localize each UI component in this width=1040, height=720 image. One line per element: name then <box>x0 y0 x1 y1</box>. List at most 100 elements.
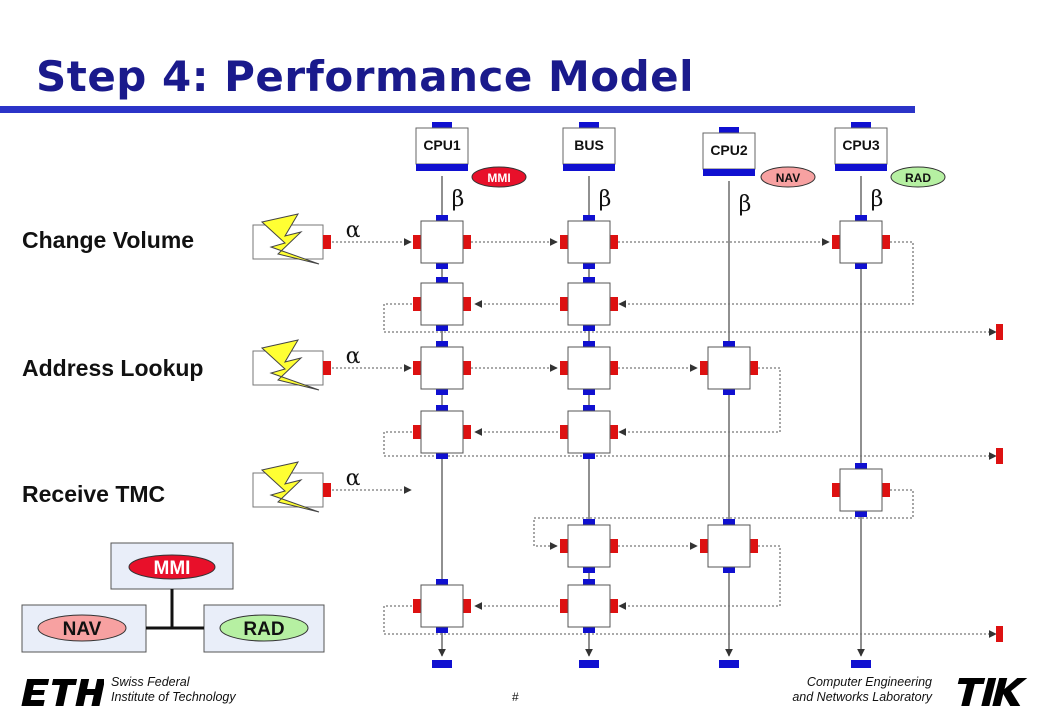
port-out-blue <box>855 511 867 517</box>
port-in-red <box>700 539 708 553</box>
resource-sink-port <box>851 660 871 668</box>
port-out-red <box>463 361 471 375</box>
port-out-blue <box>583 325 595 331</box>
beta-symbol: β <box>871 187 884 212</box>
port-out-red <box>463 297 471 311</box>
task-component <box>707 346 751 390</box>
port-out-blue <box>436 389 448 395</box>
alpha-symbol: α <box>346 344 361 369</box>
beta-symbol: β <box>599 187 612 212</box>
event-flow-dotted <box>383 605 997 638</box>
event-sink-port <box>996 448 1003 464</box>
port-out-red <box>750 361 758 375</box>
lightning-icon <box>260 461 320 513</box>
event-flow-dotted <box>618 367 781 436</box>
task-component <box>420 584 464 628</box>
footer-left-line2: Institute of Technology <box>111 690 236 704</box>
port-in-blue <box>583 579 595 585</box>
resource-port-bottom <box>416 164 468 171</box>
port-in-blue <box>436 341 448 347</box>
port-out-red <box>610 599 618 613</box>
port-out-blue <box>583 567 595 573</box>
task-component <box>420 220 464 264</box>
alpha-symbol: α <box>346 466 361 491</box>
port-in-red <box>413 425 421 439</box>
scenario-label-address-lookup: Address Lookup <box>22 355 204 381</box>
resource-box-cpu3 <box>834 127 888 165</box>
port-in-blue <box>583 341 595 347</box>
legend-mmi-ellipse <box>128 554 216 580</box>
port-in-red <box>413 361 421 375</box>
lightning-icon <box>260 339 320 391</box>
legend-rad-ellipse <box>219 614 309 642</box>
task-label-rad: RAD <box>905 171 931 185</box>
resource-port-top <box>719 127 739 135</box>
lightning-icon <box>260 213 320 265</box>
footer-right: Computer Engineering and Networks Labora… <box>760 675 932 705</box>
eth-logo <box>21 679 104 706</box>
page-number: # <box>512 690 519 704</box>
port-in-blue <box>855 463 867 469</box>
port-in-red <box>413 599 421 613</box>
port-in-red <box>560 539 568 553</box>
tik-logo <box>957 678 1028 706</box>
resource-label-cpu3: CPU3 <box>842 137 880 153</box>
task-label-nav: NAV <box>776 171 800 185</box>
port-out-blue <box>436 263 448 269</box>
event-flow-dotted <box>533 489 914 550</box>
task-component <box>567 410 611 454</box>
resource-label-bus: BUS <box>574 137 604 153</box>
beta-symbol: β <box>739 192 752 217</box>
port-in-red <box>560 599 568 613</box>
port-in-blue <box>436 579 448 585</box>
port-in-red <box>560 425 568 439</box>
port-out-red <box>610 539 618 553</box>
task-component <box>420 346 464 390</box>
port-out-red <box>463 235 471 249</box>
port-in-blue <box>855 215 867 221</box>
legend-nav-label: NAV <box>63 619 102 640</box>
port-in-red <box>700 361 708 375</box>
event-flow-dotted <box>383 431 997 460</box>
port-in-blue <box>583 215 595 221</box>
task-component <box>567 584 611 628</box>
legend-rad-label: RAD <box>243 619 284 640</box>
task-label-mmi: MMI <box>487 171 510 185</box>
port-in-red <box>413 297 421 311</box>
task-component <box>839 220 883 264</box>
footer-left-line1: Swiss Federal <box>111 675 190 689</box>
port-in-red <box>413 235 421 249</box>
legend-nav-ellipse <box>37 614 127 642</box>
resource-port-bottom <box>835 164 887 171</box>
task-nav-ellipse <box>760 166 816 188</box>
task-component <box>420 282 464 326</box>
scenario-label-change-volume: Change Volume <box>22 227 195 253</box>
resource-label-cpu2: CPU2 <box>710 142 748 158</box>
slide-title: Step 4: Performance Model <box>36 52 695 101</box>
resource-port-top <box>432 122 452 130</box>
event-flow-dotted <box>618 545 781 610</box>
task-component <box>839 468 883 512</box>
port-in-blue <box>583 277 595 283</box>
resource-sink-port <box>719 660 739 668</box>
port-out-red <box>610 425 618 439</box>
beta-symbol: β <box>452 187 465 212</box>
event-source-port <box>323 361 331 375</box>
port-out-red <box>750 539 758 553</box>
event-flow-dotted <box>618 241 914 308</box>
port-out-blue <box>583 389 595 395</box>
alpha-symbol: α <box>346 218 361 243</box>
port-out-blue <box>583 263 595 269</box>
port-in-blue <box>583 519 595 525</box>
port-in-blue <box>583 405 595 411</box>
resource-sink-port <box>432 660 452 668</box>
port-in-blue <box>436 215 448 221</box>
port-out-blue <box>723 389 735 395</box>
event-flow-dotted <box>383 303 997 336</box>
title-underline <box>0 106 915 113</box>
footer-right-line1: Computer Engineering <box>806 675 932 689</box>
port-out-red <box>882 483 890 497</box>
port-out-blue <box>436 453 448 459</box>
port-out-red <box>463 599 471 613</box>
